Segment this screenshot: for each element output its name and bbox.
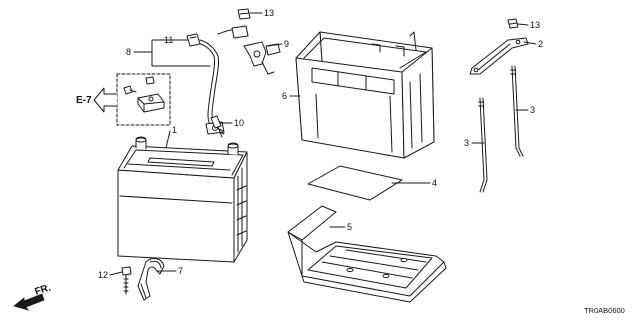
insulator-sheet — [307, 165, 403, 201]
hold-down-rod-right — [510, 65, 524, 157]
callout-5: 5 — [347, 222, 352, 232]
nut-13-right — [507, 18, 519, 29]
battery-tray — [287, 205, 447, 303]
reference-arrow — [93, 87, 118, 113]
nut-13-left — [237, 8, 251, 20]
callout-labels: 1 2 3 3 4 5 6 7 8 9 10 11 12 13 13 E-7 F… — [34, 8, 625, 315]
battery-terminal-left — [135, 136, 147, 150]
callout-6: 6 — [282, 91, 287, 101]
callout-7: 7 — [178, 266, 183, 276]
callout-11: 11 — [164, 35, 173, 45]
callout-1: 1 — [172, 125, 177, 135]
callout-2: 2 — [538, 39, 543, 49]
battery-box — [295, 31, 435, 159]
diagram-code: TR0AB0600 — [584, 306, 625, 315]
bolt-10 — [210, 115, 225, 138]
reference-label: E-7 — [76, 95, 92, 106]
ground-terminal — [243, 41, 281, 75]
callout-4: 4 — [432, 178, 437, 188]
direction-label: FR. — [34, 282, 53, 298]
callout-10: 10 — [234, 118, 244, 128]
bolt-12 — [121, 266, 132, 295]
callout-12: 12 — [98, 270, 108, 280]
callout-8: 8 — [126, 47, 131, 57]
hold-down-rod-left — [478, 97, 488, 193]
leader-lines — [109, 12, 537, 276]
detail-box — [116, 73, 171, 126]
callout-3-right: 3 — [530, 105, 535, 115]
front-direction-arrow — [13, 293, 45, 311]
callout-9: 9 — [284, 39, 289, 49]
battery-terminal-right — [227, 142, 239, 156]
battery — [117, 136, 248, 263]
callout-13-right: 13 — [530, 20, 540, 30]
callout-13-left: 13 — [264, 8, 274, 18]
hold-down-bracket — [469, 37, 529, 75]
callout-3-left: 3 — [464, 138, 469, 148]
positive-terminal-cover — [137, 258, 165, 301]
